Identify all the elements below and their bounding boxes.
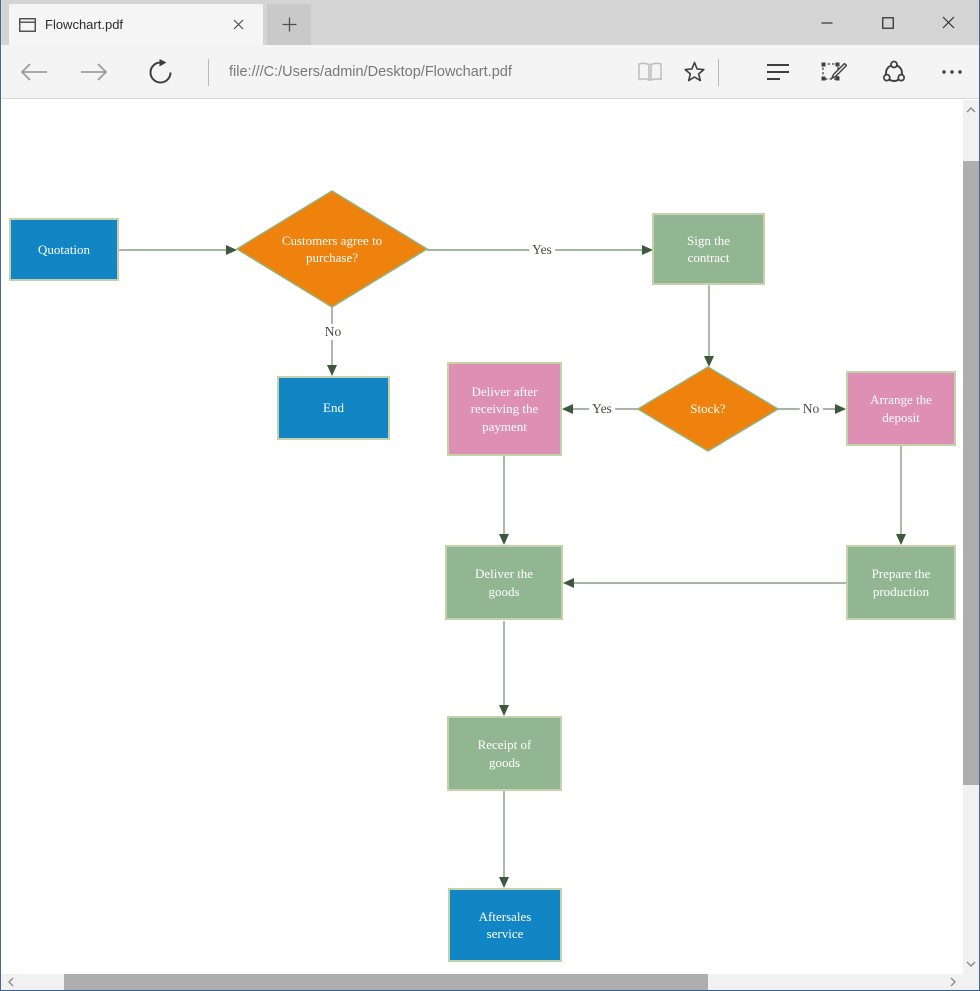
- node-sign-contract[interactable]: Sign the contract: [652, 213, 765, 285]
- node-customers-agree-label[interactable]: Customers agree to purchase?: [281, 232, 383, 265]
- hub-button[interactable]: [759, 45, 797, 99]
- vertical-scrollbar[interactable]: [963, 100, 979, 974]
- address-bar[interactable]: file:///C:/Users/admin/Desktop/Flowchart…: [229, 64, 512, 80]
- node-deliver-goods[interactable]: Deliver the goods: [445, 545, 563, 620]
- node-label: Aftersales service: [478, 908, 532, 941]
- reading-view-button[interactable]: [631, 45, 669, 99]
- node-label: Prepare the production: [871, 566, 931, 599]
- favorites-star-button[interactable]: [675, 45, 713, 99]
- node-receipt-goods[interactable]: Receipt of goods: [447, 716, 562, 791]
- maximize-button[interactable]: [857, 0, 918, 45]
- decision-stock: [636, 366, 780, 452]
- node-label: Sign the contract: [687, 232, 730, 265]
- tab-title: Flowchart.pdf: [45, 17, 124, 32]
- minimize-button[interactable]: [796, 0, 857, 45]
- tab-flowchart-pdf[interactable]: Flowchart.pdf: [9, 4, 263, 45]
- refresh-button[interactable]: [141, 45, 179, 99]
- edge-label-yes: Yes: [589, 401, 615, 417]
- node-stock-label[interactable]: Stock?: [690, 401, 726, 417]
- node-label: Quotation: [38, 241, 90, 257]
- horizontal-scrollbar[interactable]: [1, 974, 963, 990]
- node-aftersales-service[interactable]: Aftersales service: [448, 888, 562, 962]
- edge-label-no: No: [799, 401, 823, 417]
- node-arrange-deposit[interactable]: Arrange the deposit: [846, 371, 956, 446]
- node-label: Deliver the goods: [474, 566, 534, 599]
- node-label: Arrange the deposit: [870, 392, 932, 425]
- node-label: End: [323, 400, 344, 416]
- edge-label-no: No: [321, 324, 345, 340]
- node-end[interactable]: End: [277, 376, 390, 440]
- flowchart-connectors: [119, 190, 906, 888]
- forward-button[interactable]: [75, 45, 113, 99]
- page-icon: [19, 17, 36, 32]
- scroll-up-icon[interactable]: [963, 102, 979, 118]
- scroll-left-icon[interactable]: [3, 974, 19, 990]
- node-deliver-after-payment[interactable]: Deliver after receiving the payment: [447, 362, 562, 456]
- node-prepare-production[interactable]: Prepare the production: [846, 545, 956, 620]
- pdf-viewport: Quotation Sign the contract End Deliver …: [1, 100, 979, 990]
- toolbar-divider: [208, 59, 209, 86]
- navigation-toolbar: file:///C:/Users/admin/Desktop/Flowchart…: [1, 45, 979, 99]
- close-window-button[interactable]: [918, 0, 979, 45]
- vertical-scrollbar-thumb[interactable]: [963, 161, 979, 785]
- horizontal-scrollbar-thumb[interactable]: [64, 974, 708, 990]
- scroll-right-icon[interactable]: [945, 974, 961, 990]
- toolbar-divider: [718, 59, 719, 86]
- back-button[interactable]: [15, 45, 53, 99]
- tab-close-icon[interactable]: [223, 10, 253, 40]
- scrollbar-corner: [963, 974, 979, 990]
- tab-bar: Flowchart.pdf: [1, 0, 979, 45]
- share-button[interactable]: [875, 45, 913, 99]
- node-quotation[interactable]: Quotation: [9, 218, 119, 281]
- edge-label-yes: Yes: [529, 242, 555, 258]
- window-controls: [796, 0, 979, 45]
- node-label: Deliver after receiving the payment: [470, 384, 539, 434]
- web-note-button[interactable]: [815, 45, 853, 99]
- new-tab-button[interactable]: [267, 4, 311, 45]
- node-label: Receipt of goods: [477, 737, 532, 770]
- more-actions-button[interactable]: [933, 45, 971, 99]
- scroll-down-icon[interactable]: [963, 956, 979, 972]
